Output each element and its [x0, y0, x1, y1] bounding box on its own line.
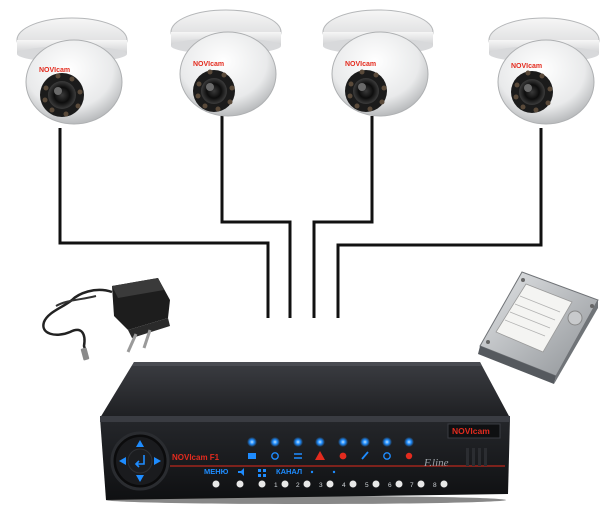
channel-numbers: 1 2 3 4 5 6 7 8: [274, 482, 437, 489]
channel-6-button[interactable]: [395, 480, 403, 488]
arrow-left-icon[interactable]: [119, 457, 126, 465]
status-led: [270, 437, 280, 447]
dvr-grille: [466, 448, 487, 466]
backup-icon[interactable]: [361, 451, 369, 460]
dvr-recorder: NOVIcam F1 МЕНЮ КАНАЛ F.line NOVIcam: [100, 362, 510, 504]
cable-camera-1: [58, 128, 270, 318]
dome-camera-icon: [16, 17, 128, 125]
cable-camera-4: [336, 128, 543, 318]
cable-camera-3: [312, 116, 374, 318]
channel-number: 8: [433, 482, 437, 489]
channel-number: 1: [274, 482, 278, 489]
channel-number: 3: [319, 482, 323, 489]
camera-brand-label: NOVIcam: [511, 63, 542, 70]
status-led: [404, 437, 414, 447]
channel-3-button[interactable]: [326, 480, 334, 488]
dvr-brand-badge: NOVIcam: [447, 423, 501, 439]
dvr-button[interactable]: [258, 480, 266, 488]
camera-brand-label: NOVIcam: [39, 67, 70, 74]
status-indicator-leds: [247, 437, 414, 447]
arrow-up-icon[interactable]: [136, 440, 144, 447]
function-icons: [238, 451, 413, 477]
dvr-button[interactable]: [236, 480, 244, 488]
camera-icon[interactable]: [248, 453, 256, 459]
channel-number: 2: [296, 482, 300, 489]
status-led: [360, 437, 370, 447]
video-cables: [58, 116, 543, 318]
camera-brand-label: NOVIcam: [345, 61, 376, 68]
dome-camera-1: NOVIcam: [16, 17, 128, 125]
dvr-series-label: F.line: [423, 457, 449, 469]
front-buttons: [212, 480, 448, 488]
dot-indicator: [332, 470, 336, 474]
enter-icon[interactable]: [134, 455, 145, 468]
status-led: [293, 437, 303, 447]
list-icon[interactable]: [294, 453, 302, 459]
playback-icon[interactable]: [405, 452, 413, 460]
dome-camera-icon: [170, 9, 282, 117]
alarm-icon[interactable]: [315, 451, 325, 460]
search-icon[interactable]: [271, 452, 279, 460]
channel-4-button[interactable]: [349, 480, 357, 488]
channel-number: 6: [388, 482, 392, 489]
dvr-button[interactable]: [212, 480, 220, 488]
dvr-brand-label: NOVIcam: [452, 426, 490, 436]
dome-camera-icon: [488, 17, 600, 125]
record-icon[interactable]: [339, 452, 347, 460]
camera-brand-label: NOVIcam: [193, 61, 224, 68]
dvr-channel-label: КАНАЛ: [276, 467, 302, 476]
channel-1-button[interactable]: [281, 480, 289, 488]
channel-2-button[interactable]: [303, 480, 311, 488]
power-adapter-icon: [42, 278, 170, 361]
channel-number: 7: [410, 482, 414, 489]
power-adapter: [42, 278, 170, 361]
status-led: [338, 437, 348, 447]
dvr-model-label: NOVIcam F1: [172, 453, 220, 462]
channel-7-button[interactable]: [417, 480, 425, 488]
status-led: [382, 437, 392, 447]
grid-icon[interactable]: [258, 469, 266, 477]
volume-icon[interactable]: [238, 468, 244, 476]
dvr-menu-label: МЕНЮ: [204, 467, 229, 476]
channel-number: 5: [365, 482, 369, 489]
channel-number: 4: [342, 482, 346, 489]
power-icon[interactable]: [383, 452, 391, 460]
channel-5-button[interactable]: [372, 480, 380, 488]
arrow-down-icon[interactable]: [136, 475, 144, 482]
channel-8-button[interactable]: [440, 480, 448, 488]
status-led: [315, 437, 325, 447]
dome-camera-3: NOVIcam: [322, 9, 434, 117]
navigation-pad[interactable]: [110, 431, 170, 491]
cable-camera-2: [220, 116, 292, 318]
dome-camera-4: NOVIcam: [488, 17, 600, 125]
hard-drive-icon: [478, 271, 599, 384]
dome-camera-icon: [322, 9, 434, 117]
arrow-right-icon[interactable]: [154, 457, 161, 465]
dot-indicator: [310, 470, 314, 474]
hard-drive: [478, 271, 599, 384]
dome-camera-2: NOVIcam: [170, 9, 282, 117]
status-led: [247, 437, 257, 447]
